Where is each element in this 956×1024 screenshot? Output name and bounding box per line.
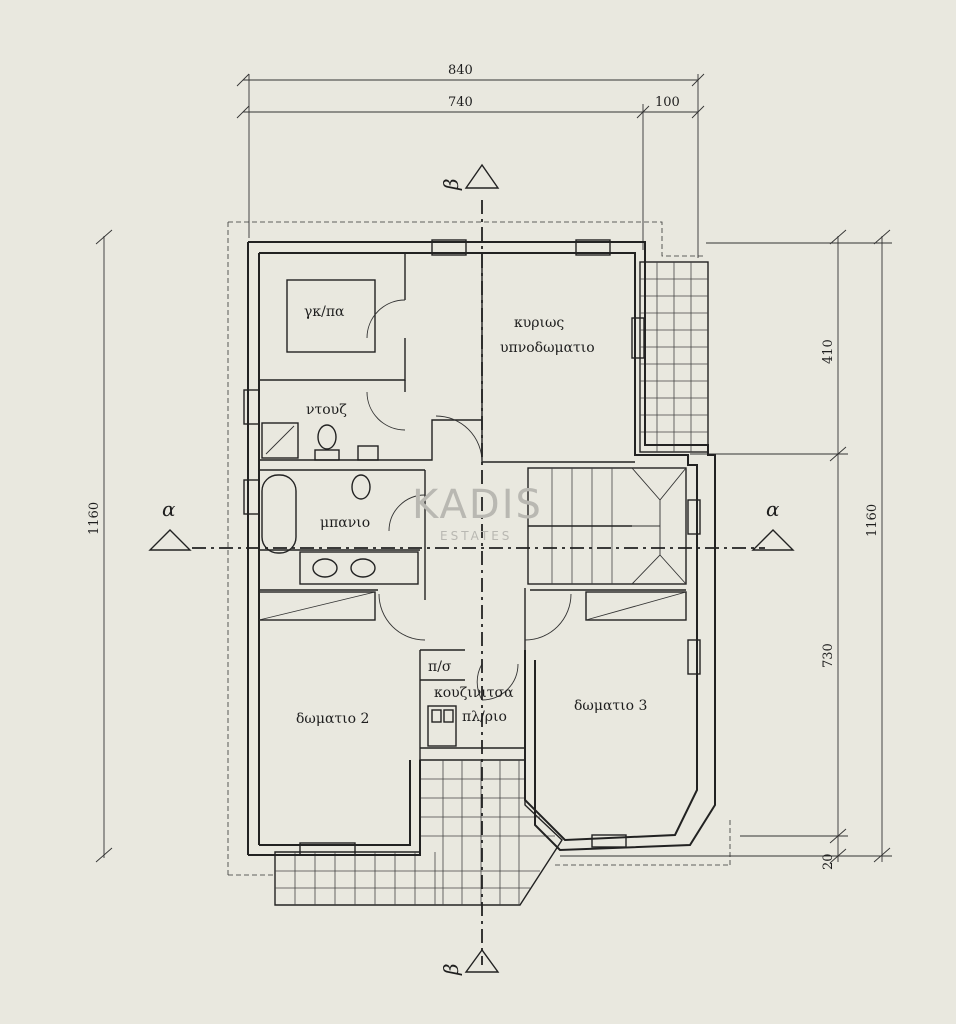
dim-right-upper: 410: [821, 339, 836, 364]
section-label-alpha-right: α: [766, 497, 780, 521]
room-label-master-line2: υπνοδωματιο: [500, 340, 595, 356]
room-label-shower: ντουζ: [306, 402, 347, 418]
room-label-storage: γκ/πα: [304, 304, 345, 320]
section-axes: [148, 163, 795, 973]
watermark-brand: KADIS: [412, 482, 543, 528]
section-label-beta-bottom: β: [439, 963, 463, 976]
room-label-bedroom2: δωματιο 2: [296, 711, 369, 727]
room-label-bath: μπανιο: [320, 515, 370, 531]
dim-top-overall: 840: [448, 63, 473, 78]
section-labels: β β α α: [162, 178, 780, 976]
section-label-alpha-left: α: [162, 497, 176, 521]
dimension-labels: 840 740 100 1160 1160 410 730 20: [87, 63, 880, 870]
dimension-lines: [95, 73, 892, 864]
room-label-pantry: π/σ: [428, 659, 452, 675]
dim-top-balcony: 100: [655, 95, 680, 110]
section-label-beta-top: β: [439, 178, 463, 191]
dim-right-bottom: 20: [821, 853, 836, 870]
interior-walls: [258, 253, 687, 760]
dim-top-main: 740: [448, 95, 473, 110]
dim-right-total: 1160: [865, 504, 880, 537]
windows: [243, 239, 701, 856]
watermark: KADIS ESTATES: [412, 482, 543, 543]
room-label-bedroom3: δωματιο 3: [574, 698, 647, 714]
dim-left-total: 1160: [87, 502, 102, 535]
bottom-balcony: [274, 759, 563, 906]
room-labels: γκ/πα κυριως υπνοδωματιο ντουζ μπανιο π/…: [296, 304, 647, 727]
dashed-outline: [227, 221, 731, 876]
top-right-balcony: [639, 261, 709, 453]
room-label-kitchenette: κουζινιτσα: [434, 685, 514, 701]
room-label-laundry: πλ/ριο: [462, 709, 507, 725]
room-label-master-line1: κυριως: [514, 315, 564, 331]
dim-right-lower: 730: [821, 643, 836, 668]
watermark-sub: ESTATES: [440, 529, 512, 543]
